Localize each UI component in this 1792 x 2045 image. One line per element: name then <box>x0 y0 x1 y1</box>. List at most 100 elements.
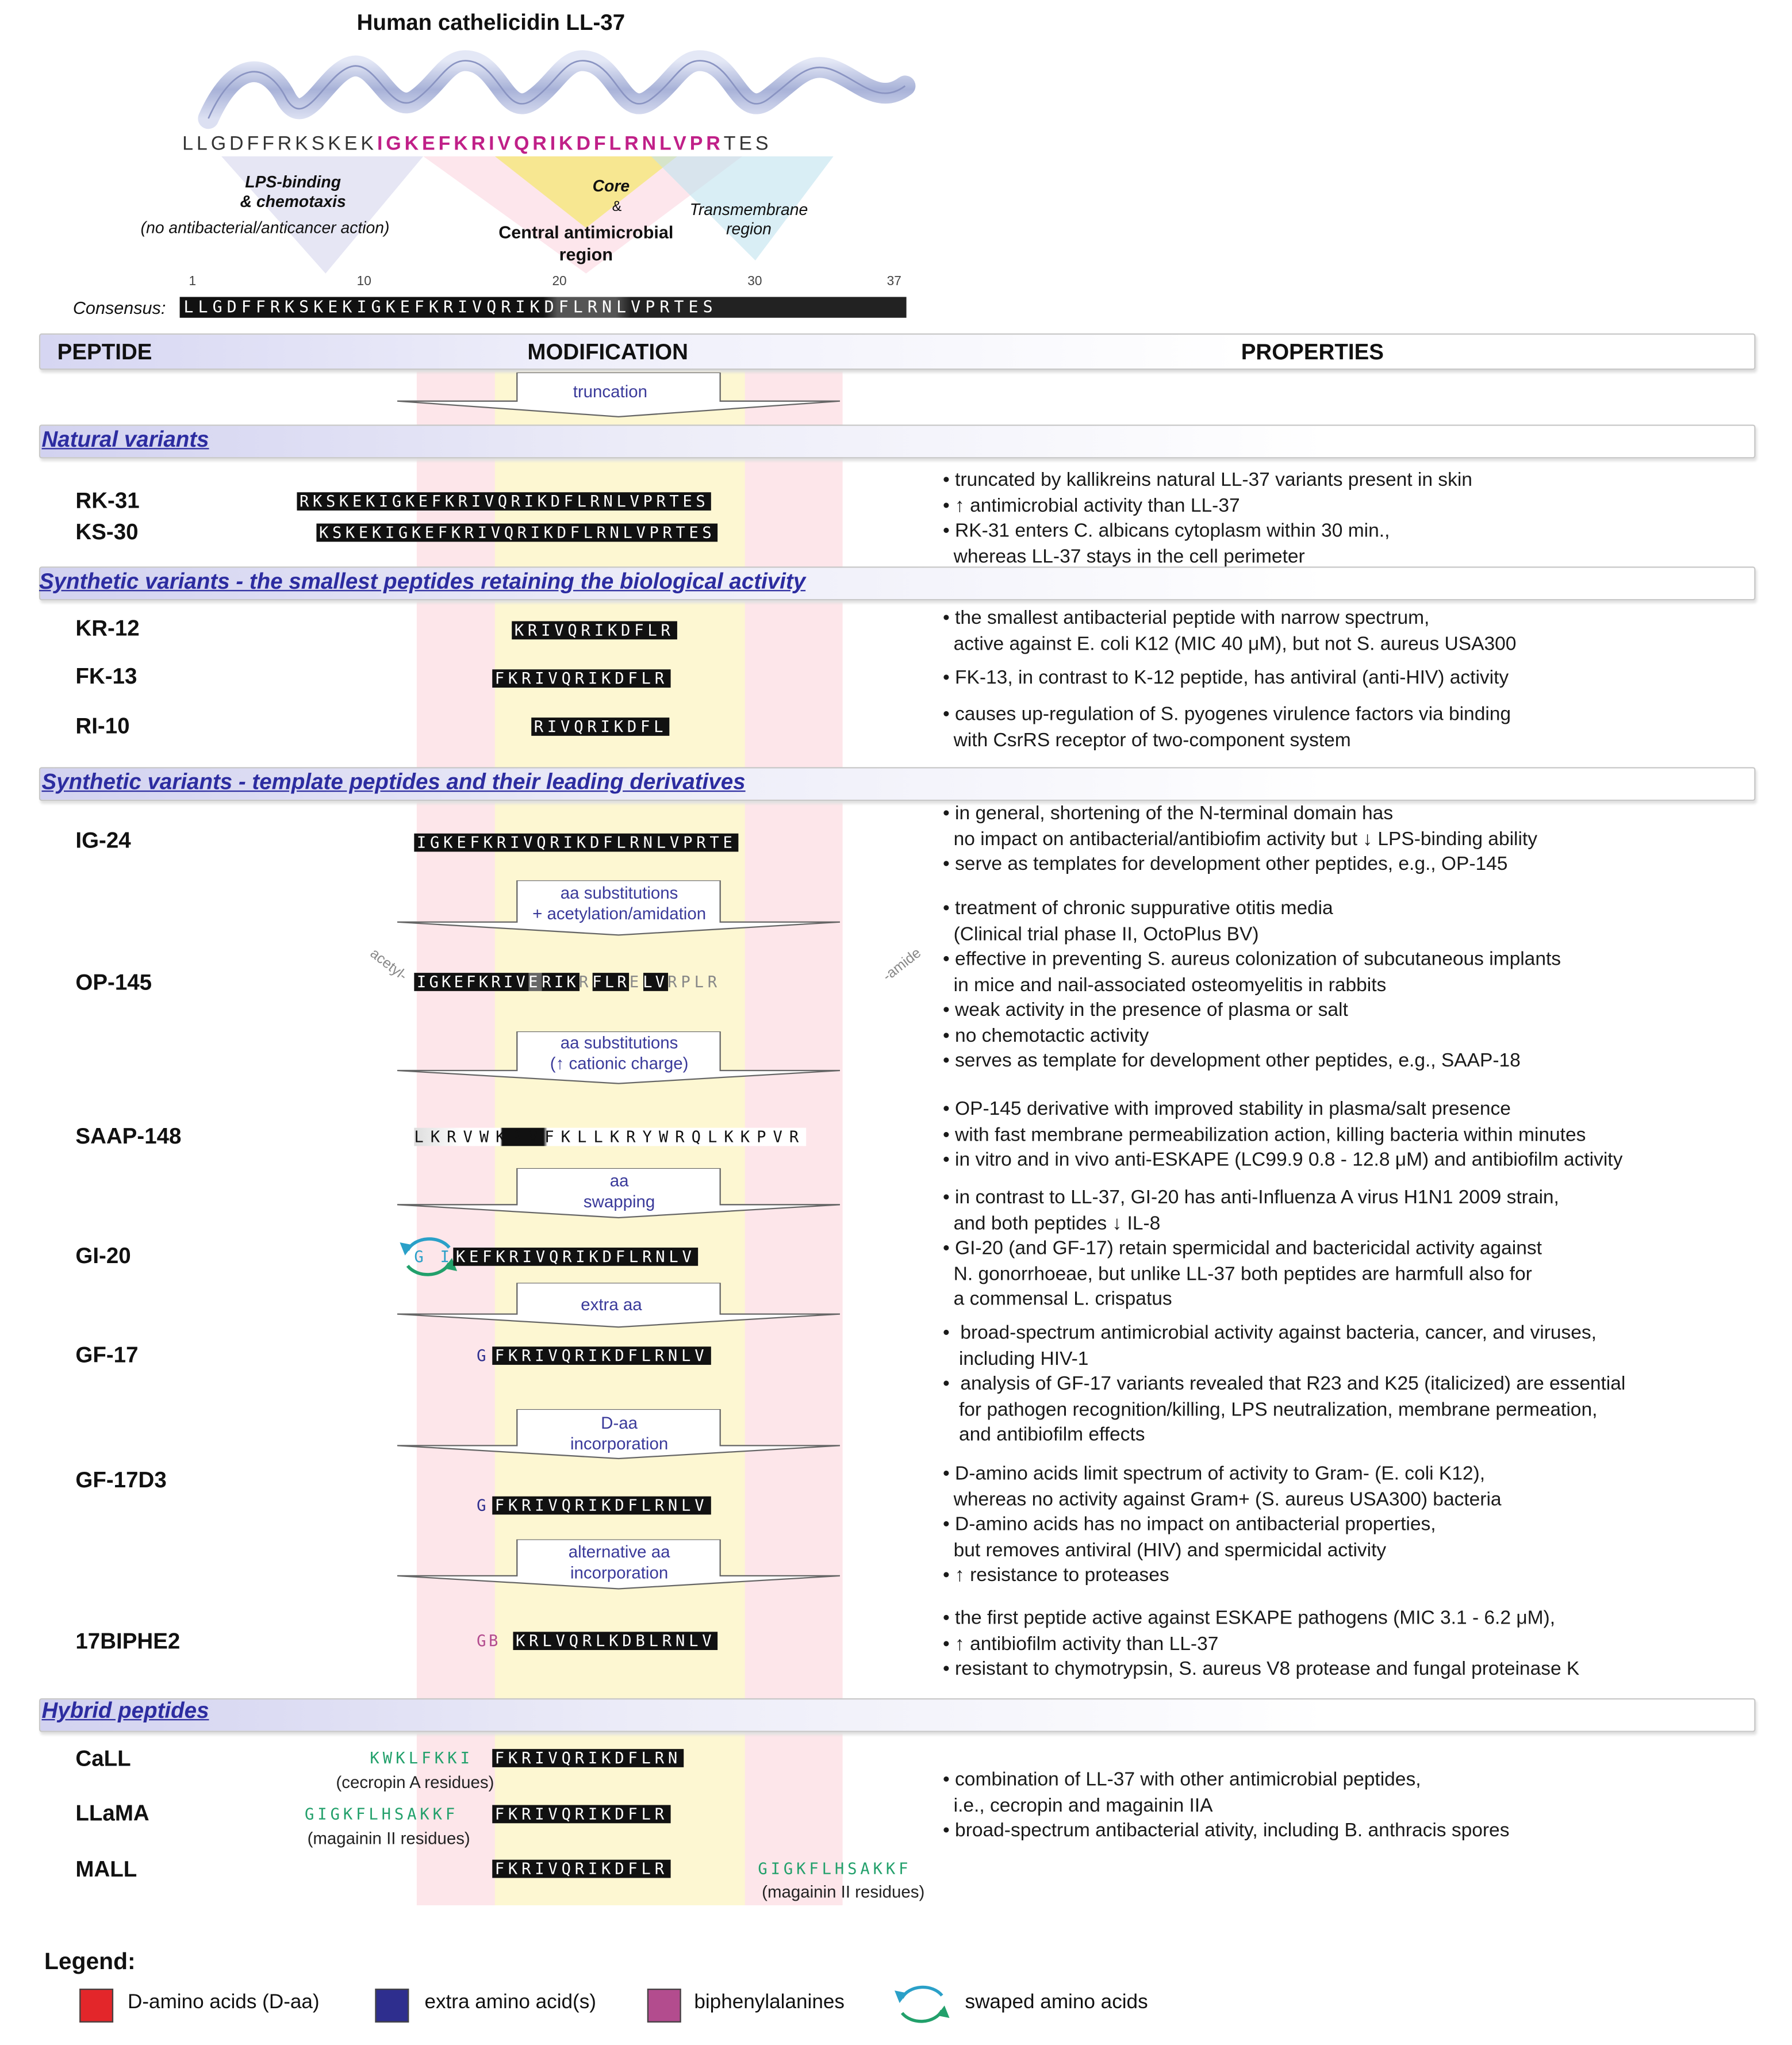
legend-extra-label: extra amino acid(s) <box>424 1991 597 2013</box>
peptide-gf17d3-name: GF-17D3 <box>75 1467 167 1492</box>
seq-nterm: LLGDFFRKSKEK <box>182 133 377 155</box>
column-header-bar <box>39 333 1756 370</box>
props-gf17: • broad-spectrum antimicrobial activity … <box>943 1323 1626 1446</box>
peptide-kr12-seq: KRIVQRIKDFLR <box>512 621 677 640</box>
props-natural: • truncated by kallikreins natural LL-37… <box>943 470 1472 567</box>
truncation-arrow <box>397 372 841 417</box>
section-template-title: Synthetic variants - template peptides a… <box>41 769 746 795</box>
mod-truncation: truncation <box>573 381 648 401</box>
peptide-ri10-name: RI-10 <box>75 713 130 739</box>
peptide-saap148-name: SAAP-148 <box>75 1123 182 1149</box>
bip-gb: GB <box>477 1632 501 1651</box>
legend-daa-swatch <box>79 1988 114 2023</box>
mod-extra: extra aa <box>581 1294 642 1314</box>
peptide-gf17-name: GF-17 <box>75 1342 139 1368</box>
tick-20: 20 <box>552 274 567 289</box>
peptide-bip-name: 17BIPHE2 <box>75 1629 181 1654</box>
peptide-op145-name: OP-145 <box>75 970 152 995</box>
peptide-rk31-name: RK-31 <box>75 488 140 513</box>
mall-note: (magainin II residues) <box>762 1882 925 1902</box>
llama-note: (magainin II residues) <box>307 1828 470 1848</box>
props-gf17d3: • D-amino acids limit spectrum of activi… <box>943 1464 1502 1587</box>
mod-aa-sub1: aa substitutions+ acetylation/amidation <box>532 883 707 924</box>
section-smallest-title: Synthetic variants - the smallest peptid… <box>39 569 806 594</box>
tick-37: 37 <box>887 274 901 289</box>
llama-prefix: GIGKFLHSAKKF <box>305 1805 459 1824</box>
peptide-gf17-seq: FKRIVQRIKDFLRNLV <box>492 1346 711 1365</box>
peptide-ri10-seq: RIVQRIKDFL <box>531 718 670 736</box>
gf17-g: G <box>477 1346 486 1365</box>
seq-core: IGKEFKRIVQRIKDFLRNLVPR <box>377 133 724 155</box>
section-hybrid-bar <box>39 1698 1756 1732</box>
gi20-g: G <box>414 1248 424 1266</box>
op145-acetyl: acetyl- <box>367 946 410 984</box>
legend-daa-label: D-amino acids (D-aa) <box>127 1991 320 2013</box>
mall-suffix: GIGKFLHSAKKF <box>758 1859 912 1878</box>
legend-title: Legend: <box>44 1948 136 1975</box>
section-natural-bar <box>39 424 1756 459</box>
call-prefix: KWKLFKKI <box>370 1749 474 1767</box>
consensus-sequence: LLGDFFRKSKEKIGKEFKRIVQRIKDFLRNLVPRTES <box>179 297 907 318</box>
alt-arrow <box>397 1539 841 1590</box>
peptide-bip-seq: KRLVQRLKDBLRNLV <box>513 1632 718 1651</box>
peptide-mall-name: MALL <box>75 1857 137 1882</box>
col-modification: MODIFICATION <box>527 340 688 365</box>
lps-region-label: LPS-binding& chemotaxis <box>240 173 346 211</box>
peptide-ig24-seq: IGKEFKRIVQRIKDFLRNLVPRTE <box>414 833 739 852</box>
op145-amide: -amide <box>880 945 924 985</box>
peptide-ks30-seq: KSKEKIGKEFKRIVQRIKDFLRNLVPRTES <box>316 523 718 542</box>
core-amp: & <box>612 199 622 215</box>
props-ri10: • causes up-regulation of S. pyogenes vi… <box>943 704 1511 751</box>
peptide-call-seq: FKRIVQRIKDFLRN <box>492 1749 684 1767</box>
extra-arrow <box>397 1283 841 1328</box>
figure-title: Human cathelicidin LL-37 <box>356 10 626 36</box>
props-hybrid: • combination of LL-37 with other antimi… <box>943 1770 1510 1841</box>
col-peptide: PEPTIDE <box>57 340 152 365</box>
props-ig24: • in general, shortening of the N-termin… <box>943 803 1538 876</box>
swap-icon <box>400 1237 458 1276</box>
peptide-call-name: CaLL <box>75 1746 131 1771</box>
legend-biphenyl-label: biphenylalanines <box>694 1991 845 2013</box>
peptide-llama-seq: FKRIVQRIKDFLR <box>492 1805 671 1824</box>
daa-arrow <box>397 1409 841 1460</box>
mod-aa-sub2: aa substitutions(↑ cationic charge) <box>550 1033 689 1073</box>
peptide-kr12-name: KR-12 <box>75 616 140 641</box>
ll37-sequence: LLGDFFRKSKEKIGKEFKRIVQRIKDFLRNLVPRTES <box>182 133 772 155</box>
props-bip: • the first peptide active against ESKAP… <box>943 1608 1580 1680</box>
aa-sub1-arrow <box>397 880 841 936</box>
peptide-rk31-seq: RKSKEKIGKEFKRIVQRIKDFLRNLVPRTES <box>297 492 712 511</box>
section-natural-title: Natural variants <box>41 427 209 452</box>
gi20-i: I <box>440 1248 450 1266</box>
peptide-gi20-seq: KEFKRIVQRIKDFLRNLV <box>453 1248 699 1266</box>
lps-region-note: (no antibacterial/anticancer action) <box>140 218 390 237</box>
props-gi20: • in contrast to LL-37, GI-20 has anti-I… <box>943 1187 1559 1310</box>
legend-swap-icon <box>895 1985 950 2023</box>
peptide-fk13-name: FK-13 <box>75 664 137 689</box>
legend-swap-label: swaped amino acids <box>965 1991 1148 2013</box>
peptide-saap148-seq: LKRVWKRVFKLLKRYWRQLKKPVR <box>414 1127 806 1146</box>
region-cones <box>221 156 834 274</box>
peptide-mall-seq: FKRIVQRIKDFLR <box>492 1859 671 1878</box>
legend-biphenyl-swatch <box>647 1988 681 2023</box>
tick-10: 10 <box>356 274 371 289</box>
peptide-gi20-name: GI-20 <box>75 1244 131 1269</box>
section-template-bar <box>39 767 1756 801</box>
aa-sub2-arrow <box>397 1031 841 1084</box>
helix-ribbon <box>198 50 916 129</box>
props-op145: • treatment of chronic suppurative otiti… <box>943 898 1561 1072</box>
peptide-fk13-seq: FKRIVQRIKDFLR <box>492 669 671 688</box>
call-note: (cecropin A residues) <box>336 1772 494 1792</box>
seq-cterm: TES <box>723 133 772 155</box>
swap-arrow <box>397 1168 841 1219</box>
peptide-ig24-name: IG-24 <box>75 828 131 853</box>
section-hybrid-title: Hybrid peptides <box>41 1698 209 1723</box>
props-kr12: • the smallest antibacterial peptide wit… <box>943 608 1517 655</box>
legend-extra-swatch <box>375 1988 409 2023</box>
gf17d3-g: G <box>477 1496 486 1515</box>
core-label: Core <box>592 177 630 195</box>
